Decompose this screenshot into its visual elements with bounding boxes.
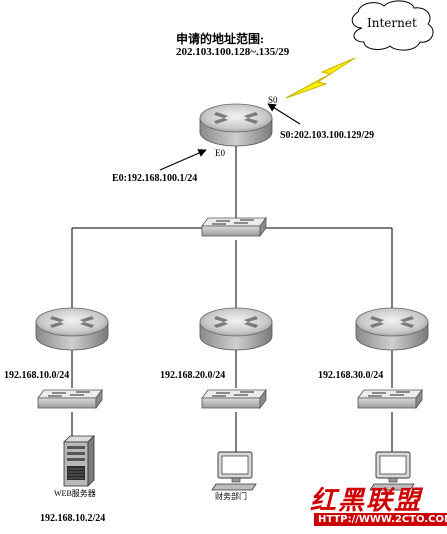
internet-cloud xyxy=(351,0,434,51)
pc-right-icon xyxy=(369,451,415,491)
branch-switch-middle-icon xyxy=(201,388,267,410)
branch-router-right-icon xyxy=(355,307,429,351)
internet-label: Internet xyxy=(367,16,417,30)
arrow-s0-address xyxy=(267,103,301,125)
branch-router-middle-icon xyxy=(199,307,273,351)
web-server-label: WEB服务器 xyxy=(54,489,96,498)
lightning-bolt-icon xyxy=(285,57,356,99)
s0-address-label: S0:202.103.100.129/29 xyxy=(280,130,375,141)
arrow-e0-address xyxy=(159,149,207,171)
address-range-value: 202.103.100.128~.135/29 xyxy=(176,46,290,58)
branch-router-left-icon xyxy=(35,307,109,351)
web-server-ip-label: 192.168.10.2/24 xyxy=(40,513,106,524)
core-router-icon xyxy=(199,103,273,147)
finance-department-label: 财务部门 xyxy=(215,492,247,501)
e0-port-label: E0 xyxy=(215,148,225,158)
branch-switch-left-icon xyxy=(37,388,103,410)
address-range-title: 申请的地址范围: xyxy=(176,32,264,46)
watermark-url: HTTP://WWW.2CTO.COM xyxy=(314,513,447,526)
pc-finance-icon xyxy=(211,451,257,491)
core-switch-icon xyxy=(201,216,267,238)
network-label-middle: 192.168.20.0/24 xyxy=(160,370,226,381)
link-lines xyxy=(71,144,393,452)
watermark-brand: 红黑联盟 xyxy=(310,486,423,516)
network-label-left: 192.168.10.0/24 xyxy=(4,370,70,381)
e0-address-label: E0:192.168.100.1/24 xyxy=(112,173,198,184)
web-server-icon xyxy=(63,435,95,487)
s0-port-label: S0 xyxy=(268,95,278,105)
branch-switch-right-icon xyxy=(357,388,423,410)
network-label-right: 192.168.30.0/24 xyxy=(318,370,384,381)
